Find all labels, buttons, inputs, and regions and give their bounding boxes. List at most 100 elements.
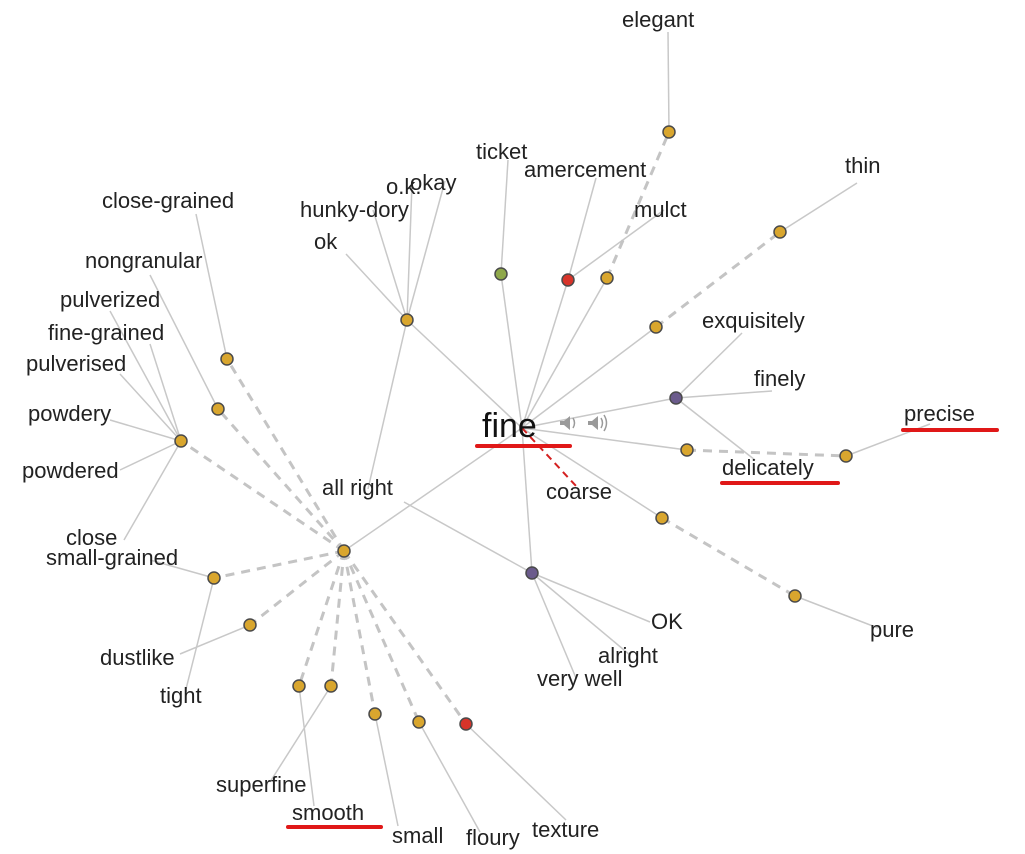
word-mulct[interactable]: mulct (634, 197, 687, 222)
graph-edge (185, 577, 215, 690)
graph-edge (779, 182, 858, 233)
word-superfine[interactable]: superfine (216, 772, 307, 797)
graph-node[interactable] (561, 273, 575, 287)
word-ticket[interactable]: ticket (476, 139, 527, 164)
word-powdered[interactable]: powdered (22, 458, 119, 483)
word-hunky-dory[interactable]: hunky-dory (300, 197, 409, 222)
word-small[interactable]: small (392, 823, 443, 848)
graph-edge (675, 397, 756, 461)
word-elegant[interactable]: elegant (622, 7, 694, 32)
graph-edge (342, 550, 377, 715)
word-small-grained[interactable]: small-grained (46, 545, 178, 570)
graph-node[interactable] (207, 571, 221, 585)
graph-edge (329, 550, 346, 687)
graph-node[interactable] (292, 679, 306, 693)
word-exquisitely[interactable]: exquisitely (702, 308, 805, 333)
word-very-well[interactable]: very well (537, 666, 623, 691)
graph-node[interactable] (649, 320, 663, 334)
graph-node[interactable] (400, 313, 414, 327)
graph-edge (345, 253, 408, 321)
graph-edge (675, 332, 743, 399)
word-fine-grained[interactable]: fine-grained (48, 320, 164, 345)
graph-edge (225, 358, 346, 552)
graph-node[interactable] (174, 434, 188, 448)
graph-edge (605, 131, 671, 279)
graph-edge (521, 277, 608, 429)
word-o-k[interactable]: o.k. (386, 174, 421, 199)
word-powdery[interactable]: powdery (28, 401, 111, 426)
graph-edge (179, 624, 251, 655)
graph-node[interactable] (788, 589, 802, 603)
graph-node[interactable] (337, 544, 351, 558)
graph-node[interactable] (412, 715, 426, 729)
speaker-icon[interactable] (560, 414, 608, 432)
graph-edge (195, 213, 228, 360)
graph-edge (521, 326, 657, 429)
graph-edge (418, 721, 481, 833)
graph-node[interactable] (243, 618, 257, 632)
graph-node[interactable] (220, 352, 234, 366)
word-alright[interactable]: alright (598, 643, 658, 668)
word-close[interactable]: close (66, 525, 117, 550)
graph-edge (567, 209, 665, 281)
word-precise[interactable]: precise (904, 401, 975, 426)
graph-edge (521, 427, 663, 519)
graph-node[interactable] (459, 717, 473, 731)
graph-node[interactable] (324, 679, 338, 693)
graph-edge (531, 572, 631, 656)
graph-edge (655, 230, 781, 329)
graph-edge (567, 177, 597, 281)
word-OK[interactable]: OK (651, 609, 683, 634)
word-dustlike[interactable]: dustlike (100, 645, 175, 670)
graph-node[interactable] (525, 566, 539, 580)
word-tight[interactable]: tight (160, 683, 202, 708)
graph-edge (342, 550, 421, 723)
word-texture[interactable]: texture (532, 817, 599, 842)
graph-edge (521, 397, 677, 429)
graph-edges (109, 31, 931, 833)
word-pure[interactable]: pure (870, 617, 914, 642)
graph-edge (406, 183, 413, 321)
graph-edge (406, 180, 446, 321)
word-pulverised[interactable]: pulverised (26, 351, 126, 376)
graph-edge (123, 440, 182, 541)
graph-edge (297, 550, 346, 687)
word-delicately[interactable]: delicately (722, 455, 814, 480)
graph-edge (342, 550, 468, 725)
graph-edge (667, 31, 670, 133)
graph-edge (500, 273, 523, 429)
graph-node[interactable] (655, 511, 669, 525)
highlight-underlines (286, 428, 999, 829)
graph-node[interactable] (368, 707, 382, 721)
graph-edge (406, 319, 523, 429)
word-close-grained[interactable]: close-grained (102, 188, 234, 213)
word-finely[interactable]: finely (754, 366, 805, 391)
graph-node[interactable] (494, 267, 508, 281)
word-all-right[interactable]: all right (322, 475, 393, 500)
graph-edge (403, 501, 533, 574)
graph-edge (661, 516, 796, 598)
graph-node[interactable] (773, 225, 787, 239)
graph-edge (180, 439, 345, 553)
graph-edge (675, 390, 773, 399)
graph-edge (343, 427, 523, 552)
word-nongranular[interactable]: nongranular (85, 248, 202, 273)
graph-edge (686, 448, 847, 458)
word-okay[interactable]: okay (410, 170, 456, 195)
graph-node[interactable] (669, 391, 683, 405)
word-thin[interactable]: thin (845, 153, 880, 178)
graph-node[interactable] (839, 449, 853, 463)
graph-node[interactable] (680, 443, 694, 457)
center-word[interactable]: fine (482, 407, 537, 445)
graph-edge (374, 713, 399, 827)
word-ok[interactable]: ok (314, 229, 338, 254)
word-amercement[interactable]: amercement (524, 157, 646, 182)
word-pulverized[interactable]: pulverized (60, 287, 160, 312)
word-coarse[interactable]: coarse (546, 479, 612, 504)
graph-node[interactable] (662, 125, 676, 139)
graph-edge (521, 279, 569, 429)
word-floury[interactable]: floury (466, 825, 520, 850)
word-smooth[interactable]: smooth (292, 800, 364, 825)
graph-node[interactable] (211, 402, 225, 416)
graph-node[interactable] (600, 271, 614, 285)
